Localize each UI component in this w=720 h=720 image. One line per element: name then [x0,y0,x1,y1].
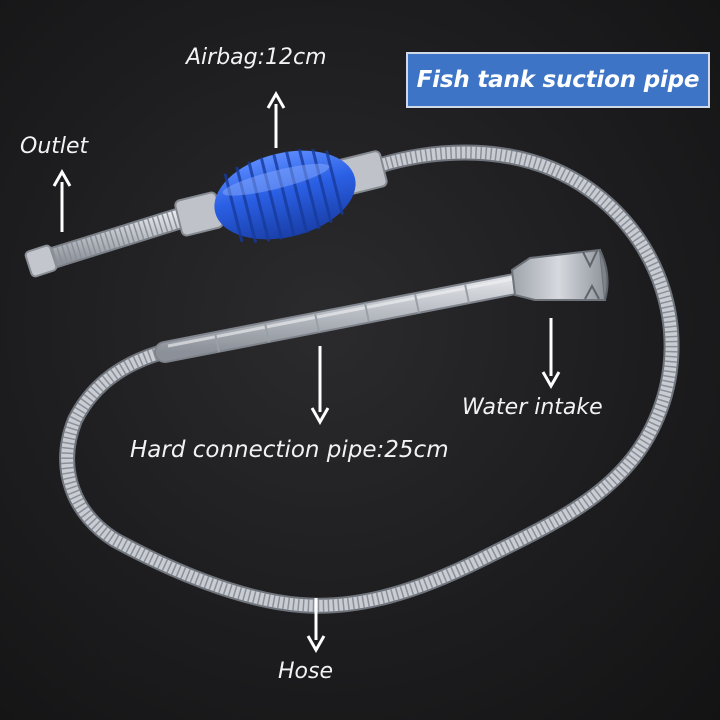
outlet-pipe [24,201,211,278]
outlet-label: Outlet [20,134,89,159]
hard-pipe-label: Hard connection pipe:25cm [130,437,449,463]
water-intake-label: Water intake [462,395,603,420]
hose-arrow-icon [306,598,326,654]
outlet-arrow-icon [52,168,72,232]
hose-label: Hose [278,659,333,684]
intake-arrow-icon [541,318,561,390]
annotation-arrows [52,90,561,654]
hose-loop [59,144,680,614]
hard-connection-pipe [154,272,531,363]
airbag-label: Airbag:12cm [186,45,327,70]
hard-pipe-arrow-icon [310,346,330,426]
airbag-arrow-icon [266,90,286,148]
title-badge: Fish tank suction pipe [406,52,710,108]
water-intake-head [510,248,609,301]
airbag-bulb [214,148,356,243]
